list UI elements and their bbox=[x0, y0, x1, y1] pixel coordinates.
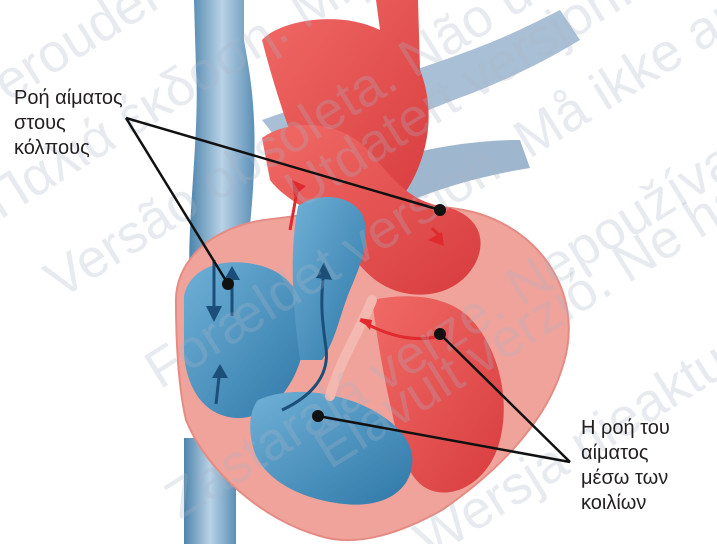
label-ventricle-line: μέσω των bbox=[581, 466, 670, 491]
leader-dot bbox=[222, 278, 234, 290]
leader-dot bbox=[434, 328, 446, 340]
label-atria-line: Ροή αίματος bbox=[14, 86, 123, 111]
label-ventricle-line: κοιλίων bbox=[581, 491, 670, 516]
label-atria-flow: Ροή αίματος στους κόλπους bbox=[14, 86, 123, 161]
label-ventricle-line: αίματος bbox=[581, 441, 670, 466]
label-atria-line: κόλπους bbox=[14, 136, 123, 161]
leader-dot bbox=[312, 410, 324, 422]
label-ventricle-line: Η ροή του bbox=[581, 416, 670, 441]
leader-dot bbox=[434, 204, 446, 216]
label-atria-line: στους bbox=[14, 111, 123, 136]
label-ventricle-flow: Η ροή του αίματος μέσω των κοιλίων bbox=[581, 416, 670, 516]
